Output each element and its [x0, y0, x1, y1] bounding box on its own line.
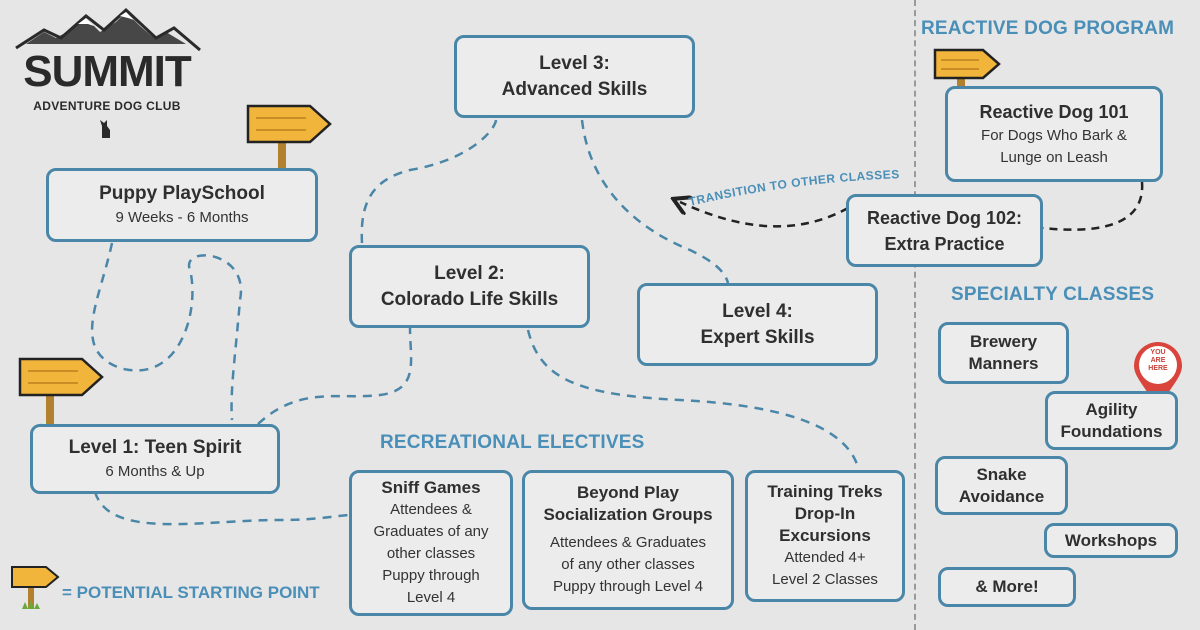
- class-title-line1: Brewery: [969, 332, 1038, 351]
- class-subtitle: 9 Weeks - 6 Months: [115, 209, 249, 226]
- class-box-training-treks[interactable]: Training Treks Drop-In Excursions Attend…: [745, 470, 905, 602]
- class-title-line1: Snake: [976, 464, 1027, 484]
- class-detail: Puppy through: [382, 567, 480, 584]
- class-title-line1: Beyond Play: [576, 483, 680, 502]
- trail-sign-icon: [11, 566, 60, 609]
- path-level1-to-level2: [257, 327, 413, 425]
- class-box-sniff-games[interactable]: Sniff Games Attendees & Graduates of any…: [349, 470, 513, 616]
- logo-subtitle: ADVENTURE DOG CLUB: [33, 99, 181, 113]
- section-heading-specialty: SPECIALTY CLASSES: [951, 284, 1155, 305]
- you-are-here-label: YOU ARE HERE: [1140, 349, 1176, 373]
- class-detail: Attended 4+: [784, 549, 866, 566]
- class-title-line1: Level 4:: [722, 300, 793, 322]
- section-heading-recreational: RECREATIONAL ELECTIVES: [380, 432, 645, 453]
- class-box-workshops[interactable]: Workshops: [1044, 523, 1178, 558]
- logo-title: SUMMIT: [23, 47, 192, 96]
- class-detail: of any other classes: [561, 556, 695, 573]
- class-title-line2: Drop-In: [794, 504, 856, 523]
- class-detail: other classes: [386, 545, 476, 562]
- pin-text-line: HERE: [1148, 365, 1168, 372]
- legend-text: = POTENTIAL STARTING POINT: [62, 583, 320, 602]
- class-title-line2: Foundations: [1060, 421, 1163, 441]
- class-box-level4[interactable]: Level 4: Expert Skills: [637, 283, 878, 366]
- pin-text-line: YOU: [1150, 349, 1166, 356]
- class-detail: Level 4: [406, 589, 456, 606]
- class-detail: Attendees &: [390, 501, 472, 518]
- class-box-beyond-play[interactable]: Beyond Play Socialization Groups Attende…: [522, 470, 734, 610]
- path-transition: [680, 202, 849, 228]
- class-detail: Level 2 Classes: [772, 571, 878, 588]
- class-title-line2: Expert Skills: [700, 326, 815, 348]
- class-box-brewery-manners[interactable]: Brewery Manners: [938, 322, 1069, 384]
- path-level2-to-treks: [526, 329, 860, 468]
- class-detail: Lunge on Leash: [1000, 149, 1108, 166]
- class-title-line2: Advanced Skills: [501, 78, 648, 100]
- class-title-line2: Manners: [968, 354, 1039, 373]
- path-level1-to-sniff: [93, 491, 351, 526]
- class-title: Workshops: [1064, 530, 1158, 550]
- path-level3-to-level4: [580, 119, 730, 284]
- class-title-line1: Level 3:: [539, 52, 610, 74]
- class-title: Puppy PlaySchool: [99, 183, 265, 204]
- class-subtitle: 6 Months & Up: [105, 463, 205, 480]
- path-level2-to-level3: [360, 119, 498, 244]
- class-title: & More!: [975, 577, 1039, 596]
- path-r101-to-r102: [1042, 181, 1144, 231]
- class-title-line2: Extra Practice: [884, 233, 1005, 254]
- path-puppy-to-level1: [90, 242, 243, 421]
- class-title-line1: Reactive Dog 102:: [866, 207, 1023, 228]
- mountain-logo-icon: [15, 7, 201, 52]
- dog-logo-icon: [100, 120, 110, 138]
- class-title: Level 1: Teen Spirit: [68, 437, 242, 458]
- class-title-line2: Avoidance: [958, 486, 1045, 506]
- class-title-line1: Level 2:: [434, 262, 505, 284]
- class-box-snake-avoidance[interactable]: Snake Avoidance: [935, 456, 1068, 515]
- class-detail: Graduates of any: [373, 523, 489, 540]
- class-box-puppy-playschool[interactable]: Puppy PlaySchool 9 Weeks - 6 Months: [46, 168, 318, 242]
- class-box-reactive-101[interactable]: Reactive Dog 101 For Dogs Who Bark & Lun…: [945, 86, 1163, 182]
- class-title-line1: Training Treks: [767, 482, 883, 501]
- pin-text-line: ARE: [1150, 357, 1166, 364]
- location-pin-icon: [1134, 342, 1182, 408]
- class-title-line3: Excursions: [779, 526, 871, 545]
- class-detail: Attendees & Graduates: [550, 534, 706, 551]
- class-box-more[interactable]: & More!: [938, 567, 1076, 607]
- section-divider: [914, 0, 916, 630]
- class-box-level3[interactable]: Level 3: Advanced Skills: [454, 35, 695, 118]
- class-title: Reactive Dog 101: [979, 102, 1129, 122]
- section-heading-reactive: REACTIVE DOG PROGRAM: [921, 18, 1175, 39]
- class-title-line2: Colorado Life Skills: [380, 288, 559, 310]
- class-title: Sniff Games: [381, 478, 481, 497]
- trail-sign-icon: [18, 357, 104, 433]
- class-title-line1: Agility: [1085, 399, 1138, 419]
- class-box-level2[interactable]: Level 2: Colorado Life Skills: [349, 245, 590, 328]
- class-title-line2: Socialization Groups: [543, 505, 713, 524]
- class-box-level1[interactable]: Level 1: Teen Spirit 6 Months & Up: [30, 424, 280, 494]
- class-box-agility-foundations[interactable]: Agility Foundations: [1045, 391, 1178, 450]
- class-detail: Puppy through Level 4: [552, 578, 704, 595]
- class-detail: For Dogs Who Bark &: [981, 127, 1127, 144]
- class-box-reactive-102[interactable]: Reactive Dog 102: Extra Practice: [846, 194, 1043, 267]
